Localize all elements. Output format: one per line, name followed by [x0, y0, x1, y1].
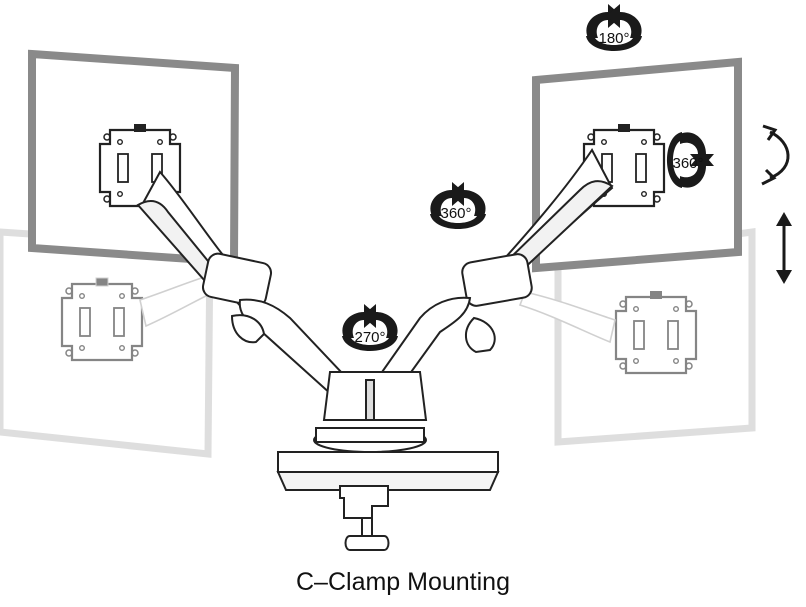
center-pole	[313, 371, 428, 453]
desk-clamp	[276, 451, 500, 551]
arm-right	[366, 148, 614, 406]
caption: C–Clamp Mounting	[296, 568, 510, 596]
rotation-label-base: 270°	[354, 329, 385, 346]
rotation-label-middle: 360°	[440, 205, 471, 222]
rotation-indicator-middle: 360°	[430, 182, 486, 229]
monitor-right	[532, 57, 742, 273]
rotation-label-top-right: 180°	[598, 30, 629, 47]
rotation-label-vesa: 360°	[672, 155, 703, 172]
rotation-indicator-top-right: 180°	[586, 4, 642, 51]
vertical-double-arrow-icon	[776, 212, 792, 284]
rotation-indicator-vesa: 360°	[667, 132, 714, 188]
rotation-indicator-base: 270°	[342, 304, 398, 351]
tilt-arc-arrow-icon	[761, 124, 790, 186]
